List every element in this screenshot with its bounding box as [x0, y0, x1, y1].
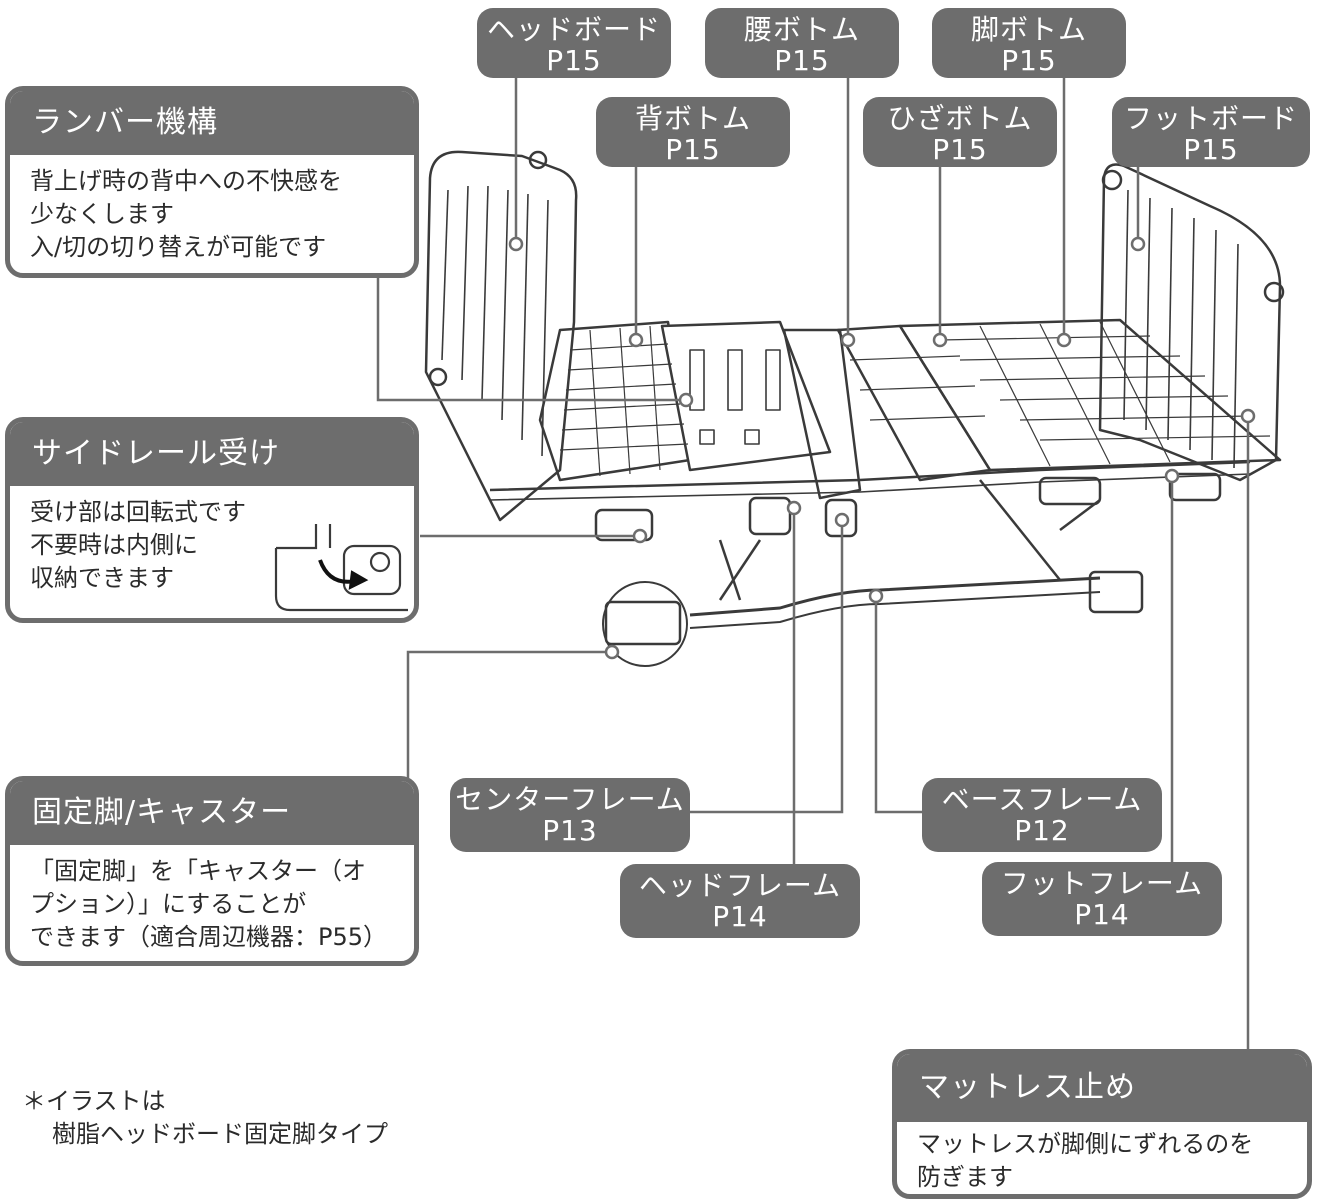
illustration-note: ＊イラストは 樹脂ヘッドボード固定脚タイプ [22, 1085, 388, 1151]
leader-dots [508, 236, 1256, 660]
back-bottom-shape [538, 320, 692, 482]
card-side-rail-line-3: 収納できます [30, 564, 174, 592]
caster-detail-circle [602, 581, 688, 667]
card-lumbar-line-1: 背上げ時の背中への不快感を [30, 167, 342, 195]
footboard-shape [1098, 163, 1282, 482]
label-foot-frame: フットフレーム P14 [982, 862, 1222, 936]
label-base-frame-page: P12 [1014, 814, 1070, 847]
label-footboard-page: P15 [1183, 133, 1239, 166]
leg-bottom-shape [898, 318, 1282, 472]
label-back-bottom-page: P15 [665, 133, 721, 166]
card-caster: 固定脚/キャスター 「固定脚」を「キャスター（オ プション）」にすることが でき… [5, 776, 419, 966]
side-frame [489, 460, 1251, 492]
label-head-frame-name: ヘッドフレーム [638, 869, 842, 902]
card-lumbar-line-2: 少なくします [30, 200, 174, 228]
label-knee-bottom-page: P15 [932, 133, 988, 166]
card-mattress-stop-line-2: 防ぎます [917, 1163, 1013, 1191]
label-back-bottom: 背ボトム P15 [596, 97, 790, 167]
card-caster-line-1: 「固定脚」を「キャスター（オ [30, 857, 366, 885]
label-leg-bottom-page: P15 [1001, 44, 1057, 77]
note-line-1: ＊イラストは [22, 1087, 166, 1115]
label-footboard-name: フットボード [1123, 102, 1298, 135]
label-leg-bottom-name: 脚ボトム [970, 13, 1087, 46]
label-headboard-name: ヘッドボード [486, 13, 661, 46]
label-knee-bottom-name: ひざボトム [887, 102, 1033, 135]
label-knee-bottom: ひざボトム P15 [863, 97, 1057, 167]
card-lumbar-title: ランバー機構 [10, 91, 414, 155]
card-mattress-stop-body: マットレスが脚側にずれるのを 防ぎます [897, 1122, 1307, 1194]
note-line-2: 樹脂ヘッドボード固定脚タイプ [52, 1120, 388, 1148]
bed-illustration [424, 150, 1285, 667]
leader-lines [376, 76, 1250, 1052]
label-leg-bottom: 脚ボトム P15 [932, 8, 1126, 78]
side-rail-rotate-icon [274, 524, 408, 612]
label-center-frame-page: P13 [542, 814, 598, 847]
headboard-shape [424, 150, 578, 522]
card-mattress-stop-line-1: マットレスが脚側にずれるのを [917, 1130, 1254, 1158]
label-base-frame: ベースフレーム P12 [922, 778, 1162, 852]
card-mattress-stop-title: マットレス止め [897, 1054, 1307, 1122]
card-caster-line-3: できます（適合周辺機器：P55） [30, 923, 388, 951]
card-side-rail-title: サイドレール受け [10, 422, 414, 486]
label-foot-frame-name: フットフレーム [1000, 867, 1204, 900]
label-waist-bottom-page: P15 [774, 44, 830, 77]
card-mattress-stop: マットレス止め マットレスが脚側にずれるのを 防ぎます [892, 1049, 1312, 1199]
label-base-frame-name: ベースフレーム [941, 783, 1143, 816]
label-waist-bottom-name: 腰ボトム [743, 13, 860, 46]
card-side-rail-line-1: 受け部は回転式です [30, 498, 246, 526]
label-center-frame: センターフレーム P13 [450, 778, 690, 852]
label-headboard-page: P15 [546, 44, 602, 77]
card-side-rail: サイドレール受け 受け部は回転式です 不要時は内側に 収納できます [5, 417, 419, 623]
waist-bottom-shape [782, 328, 862, 500]
label-back-bottom-name: 背ボトム [634, 102, 751, 135]
card-side-rail-body: 受け部は回転式です 不要時は内側に 収納できます [10, 486, 414, 595]
label-head-frame: ヘッドフレーム P14 [620, 864, 860, 938]
card-lumbar-body: 背上げ時の背中への不快感を 少なくします 入/切の切り替えが可能です [10, 155, 414, 264]
card-caster-body: 「固定脚」を「キャスター（オ プション）」にすることが できます（適合周辺機器：… [10, 845, 414, 954]
base-frame-bar [689, 576, 1101, 617]
label-center-frame-name: センターフレーム [455, 783, 685, 816]
card-caster-title: 固定脚/キャスター [10, 781, 414, 845]
label-head-frame-page: P14 [712, 900, 768, 933]
card-caster-line-2: プション）」にすることが [30, 890, 307, 918]
label-footboard: フットボード P15 [1112, 97, 1310, 167]
card-side-rail-line-2: 不要時は内側に [30, 531, 198, 559]
label-headboard: ヘッドボード P15 [477, 8, 671, 78]
label-waist-bottom: 腰ボトム P15 [705, 8, 899, 78]
label-foot-frame-page: P14 [1074, 898, 1130, 931]
card-lumbar: ランバー機構 背上げ時の背中への不快感を 少なくします 入/切の切り替えが可能で… [5, 86, 419, 278]
card-lumbar-line-3: 入/切の切り替えが可能です [30, 233, 327, 261]
